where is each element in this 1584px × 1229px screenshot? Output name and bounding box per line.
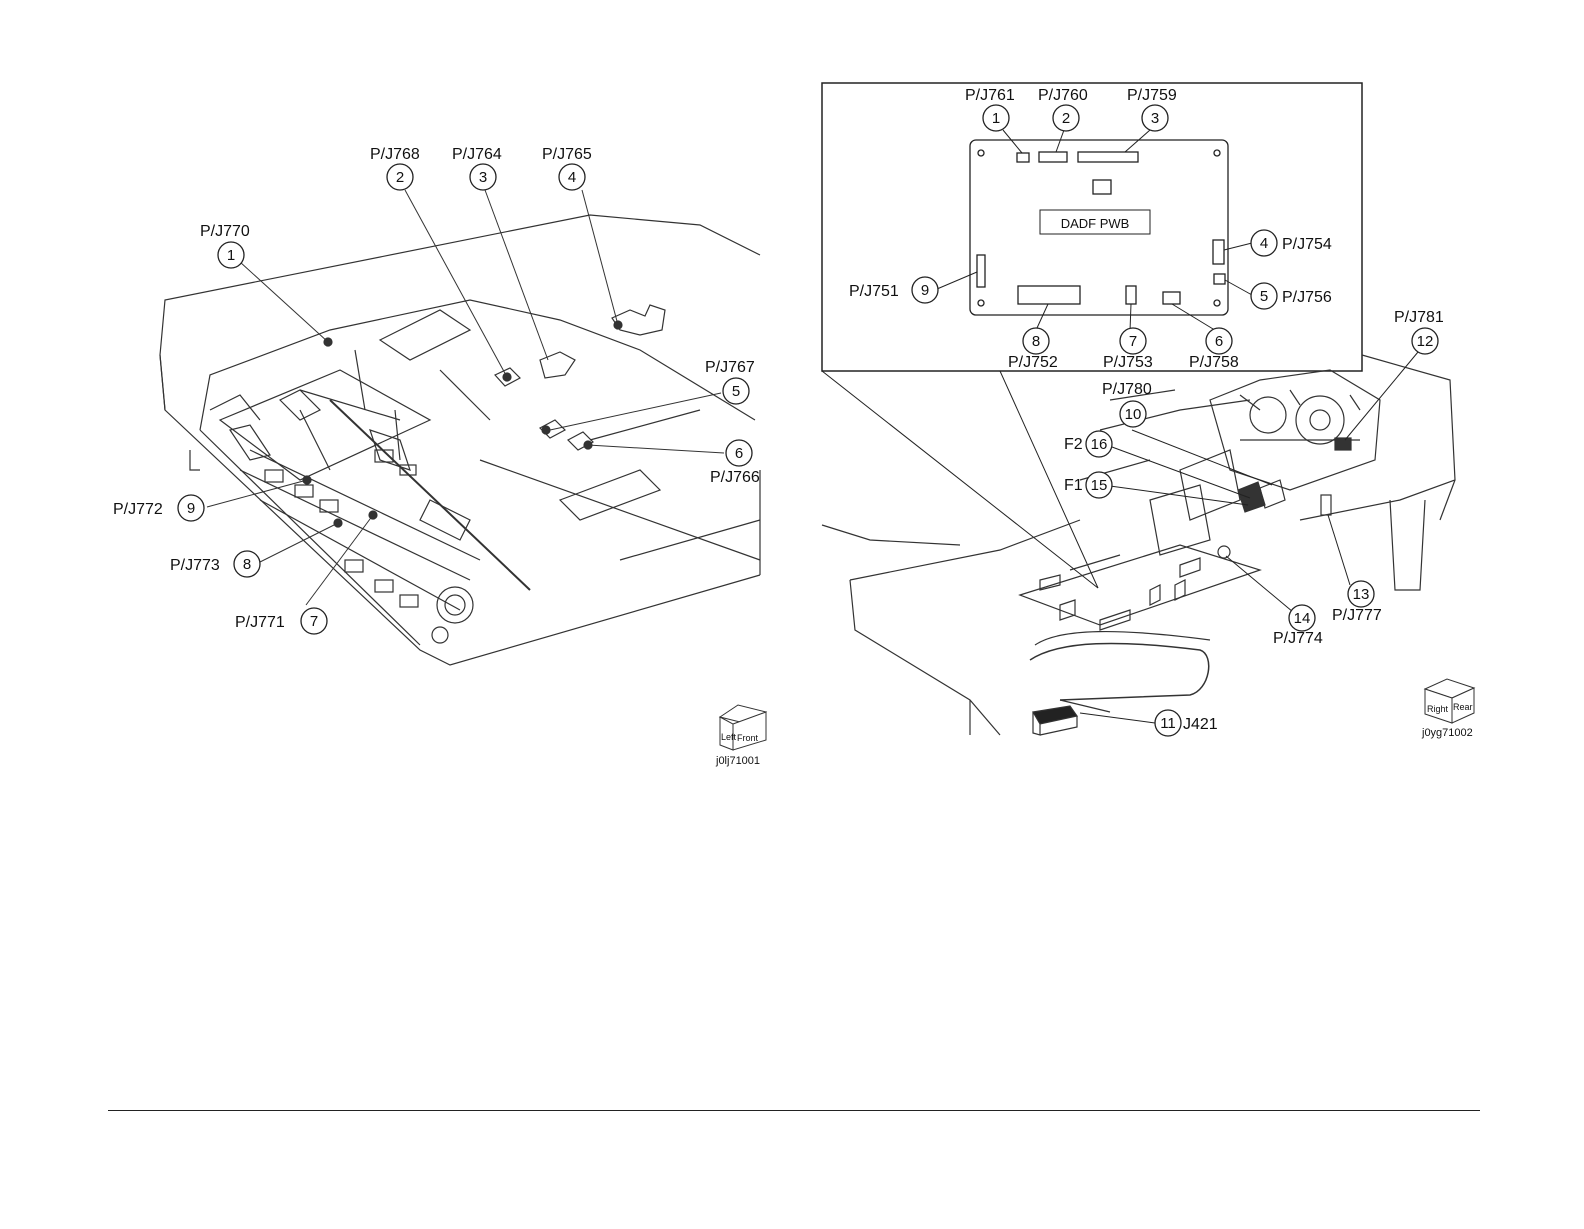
left-sensors	[303, 305, 665, 527]
callout-number: 7	[1129, 333, 1137, 350]
connector-p-j781	[1335, 438, 1351, 450]
left-callout-9: P/J772 9	[113, 495, 204, 521]
callout-label: P/J768	[370, 146, 420, 163]
callout-number: 14	[1294, 610, 1311, 627]
right-callout-13: 13 P/J777	[1332, 581, 1382, 624]
left-feed-mechanism	[210, 350, 530, 643]
left-callout-7: P/J771 7	[235, 608, 327, 634]
callout-label: P/J761	[965, 87, 1015, 104]
callout-number: 16	[1091, 436, 1108, 453]
callout-number: 9	[187, 500, 195, 517]
callout-label: F1	[1064, 477, 1083, 494]
right-inset-frame	[822, 83, 1362, 588]
callout-number: 11	[1160, 715, 1176, 732]
right-callout-15: F1 15	[1064, 472, 1112, 498]
callout-label: P/J770	[200, 223, 250, 240]
left-callout-2: P/J768 2	[370, 146, 420, 190]
pwb-label: DADF PWB	[1061, 216, 1130, 231]
callout-label: F2	[1064, 436, 1083, 453]
right-callout-14: 14 P/J774	[1273, 605, 1323, 647]
callout-label: P/J781	[1394, 309, 1444, 326]
cube-front-text: Front	[737, 733, 759, 743]
callout-number: 5	[1260, 288, 1268, 305]
callout-label: J421	[1183, 716, 1218, 733]
cube-left-text: Left	[721, 732, 737, 742]
left-orientation-cube: Left Front	[720, 705, 766, 750]
callout-label: P/J751	[849, 283, 899, 300]
callout-number: 4	[568, 169, 576, 186]
right-callout-10: P/J780 10	[1102, 381, 1152, 427]
left-callout-3: P/J764 3	[452, 146, 502, 190]
left-dadf-body	[160, 215, 760, 665]
callout-label: P/J777	[1332, 607, 1382, 624]
callout-number: 1	[227, 247, 235, 264]
callout-number: 8	[243, 556, 251, 573]
right-orientation-cube: Right Rear	[1425, 679, 1474, 723]
right-figure-id: j0yg71002	[1421, 727, 1473, 739]
right-callout-12: P/J781 12	[1394, 309, 1444, 354]
callout-label: P/J758	[1189, 354, 1239, 371]
callout-number: 4	[1260, 235, 1268, 252]
left-callout-4: P/J765 4	[542, 146, 592, 190]
left-callout-8: P/J773 8	[170, 551, 260, 577]
callout-number: 15	[1091, 477, 1108, 494]
callout-number: 9	[921, 282, 929, 299]
callout-number: 3	[479, 169, 487, 186]
callout-label: P/J767	[705, 359, 755, 376]
left-diagram	[160, 190, 760, 665]
footer-divider	[108, 1110, 1480, 1111]
callout-label: P/J774	[1273, 630, 1323, 647]
callout-label: P/J759	[1127, 87, 1177, 104]
callout-label: P/J780	[1102, 381, 1152, 398]
callout-label: P/J771	[235, 614, 285, 631]
callout-number: 1	[992, 110, 1000, 127]
left-callout-1: P/J770 1	[200, 223, 250, 268]
callout-label: P/J772	[113, 501, 163, 518]
right-callout-11: 11 J421	[1155, 710, 1218, 736]
callout-label: P/J752	[1008, 354, 1058, 371]
callout-label: P/J764	[452, 146, 502, 163]
callout-number: 7	[310, 613, 318, 630]
callout-label: P/J753	[1103, 354, 1153, 371]
callout-number: 2	[1062, 110, 1070, 127]
callout-number: 13	[1353, 586, 1370, 603]
callout-label: P/J760	[1038, 87, 1088, 104]
callout-number: 5	[732, 383, 740, 400]
cube-rear-text: Rear	[1453, 702, 1473, 712]
callout-number: 3	[1151, 110, 1159, 127]
left-callout-5: P/J767 5	[705, 359, 755, 404]
callout-number: 8	[1032, 333, 1040, 350]
cube-right-text: Right	[1427, 704, 1449, 714]
callout-label: P/J773	[170, 557, 220, 574]
left-callout-6: 6 P/J766	[710, 440, 760, 486]
right-callout-16: F2 16	[1064, 431, 1112, 457]
callout-label: P/J754	[1282, 236, 1332, 253]
callout-number: 12	[1417, 333, 1434, 350]
callout-number: 6	[1215, 333, 1223, 350]
connector-p-j777	[1321, 495, 1331, 515]
callout-label: P/J765	[542, 146, 592, 163]
callout-number: 10	[1125, 406, 1142, 423]
callout-number: 2	[396, 169, 404, 186]
callout-label: P/J756	[1282, 289, 1332, 306]
callout-number: 6	[735, 445, 743, 462]
left-figure-id: j0lj71001	[715, 755, 760, 767]
callout-label: P/J766	[710, 469, 760, 486]
